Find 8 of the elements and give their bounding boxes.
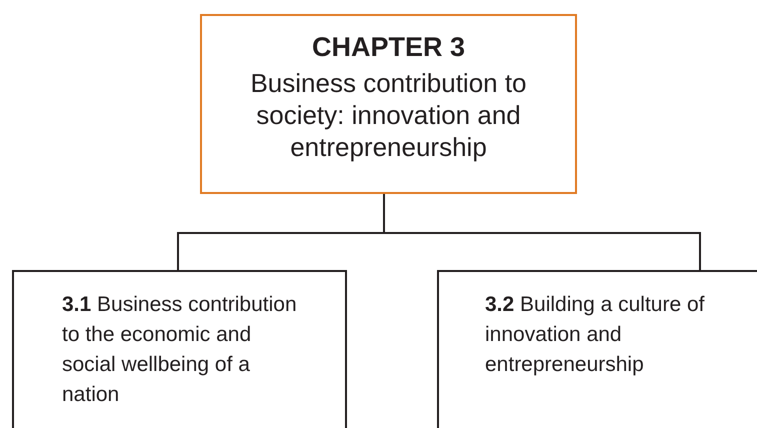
chapter-title: Business contribution to society: innovation and entrepreneurship xyxy=(249,67,528,163)
section-title: 3.2 Building a culture of innovation and entrepreneurship xyxy=(485,292,706,378)
chapter-heading: CHAPTER 3 xyxy=(310,32,466,63)
section-box xyxy=(12,270,347,428)
section-box xyxy=(437,270,757,428)
section-title: 3.1 Business contribution to the economic and social wellbeing of a nation xyxy=(62,292,298,408)
chapter-box xyxy=(200,14,577,194)
connector-line xyxy=(383,194,701,270)
